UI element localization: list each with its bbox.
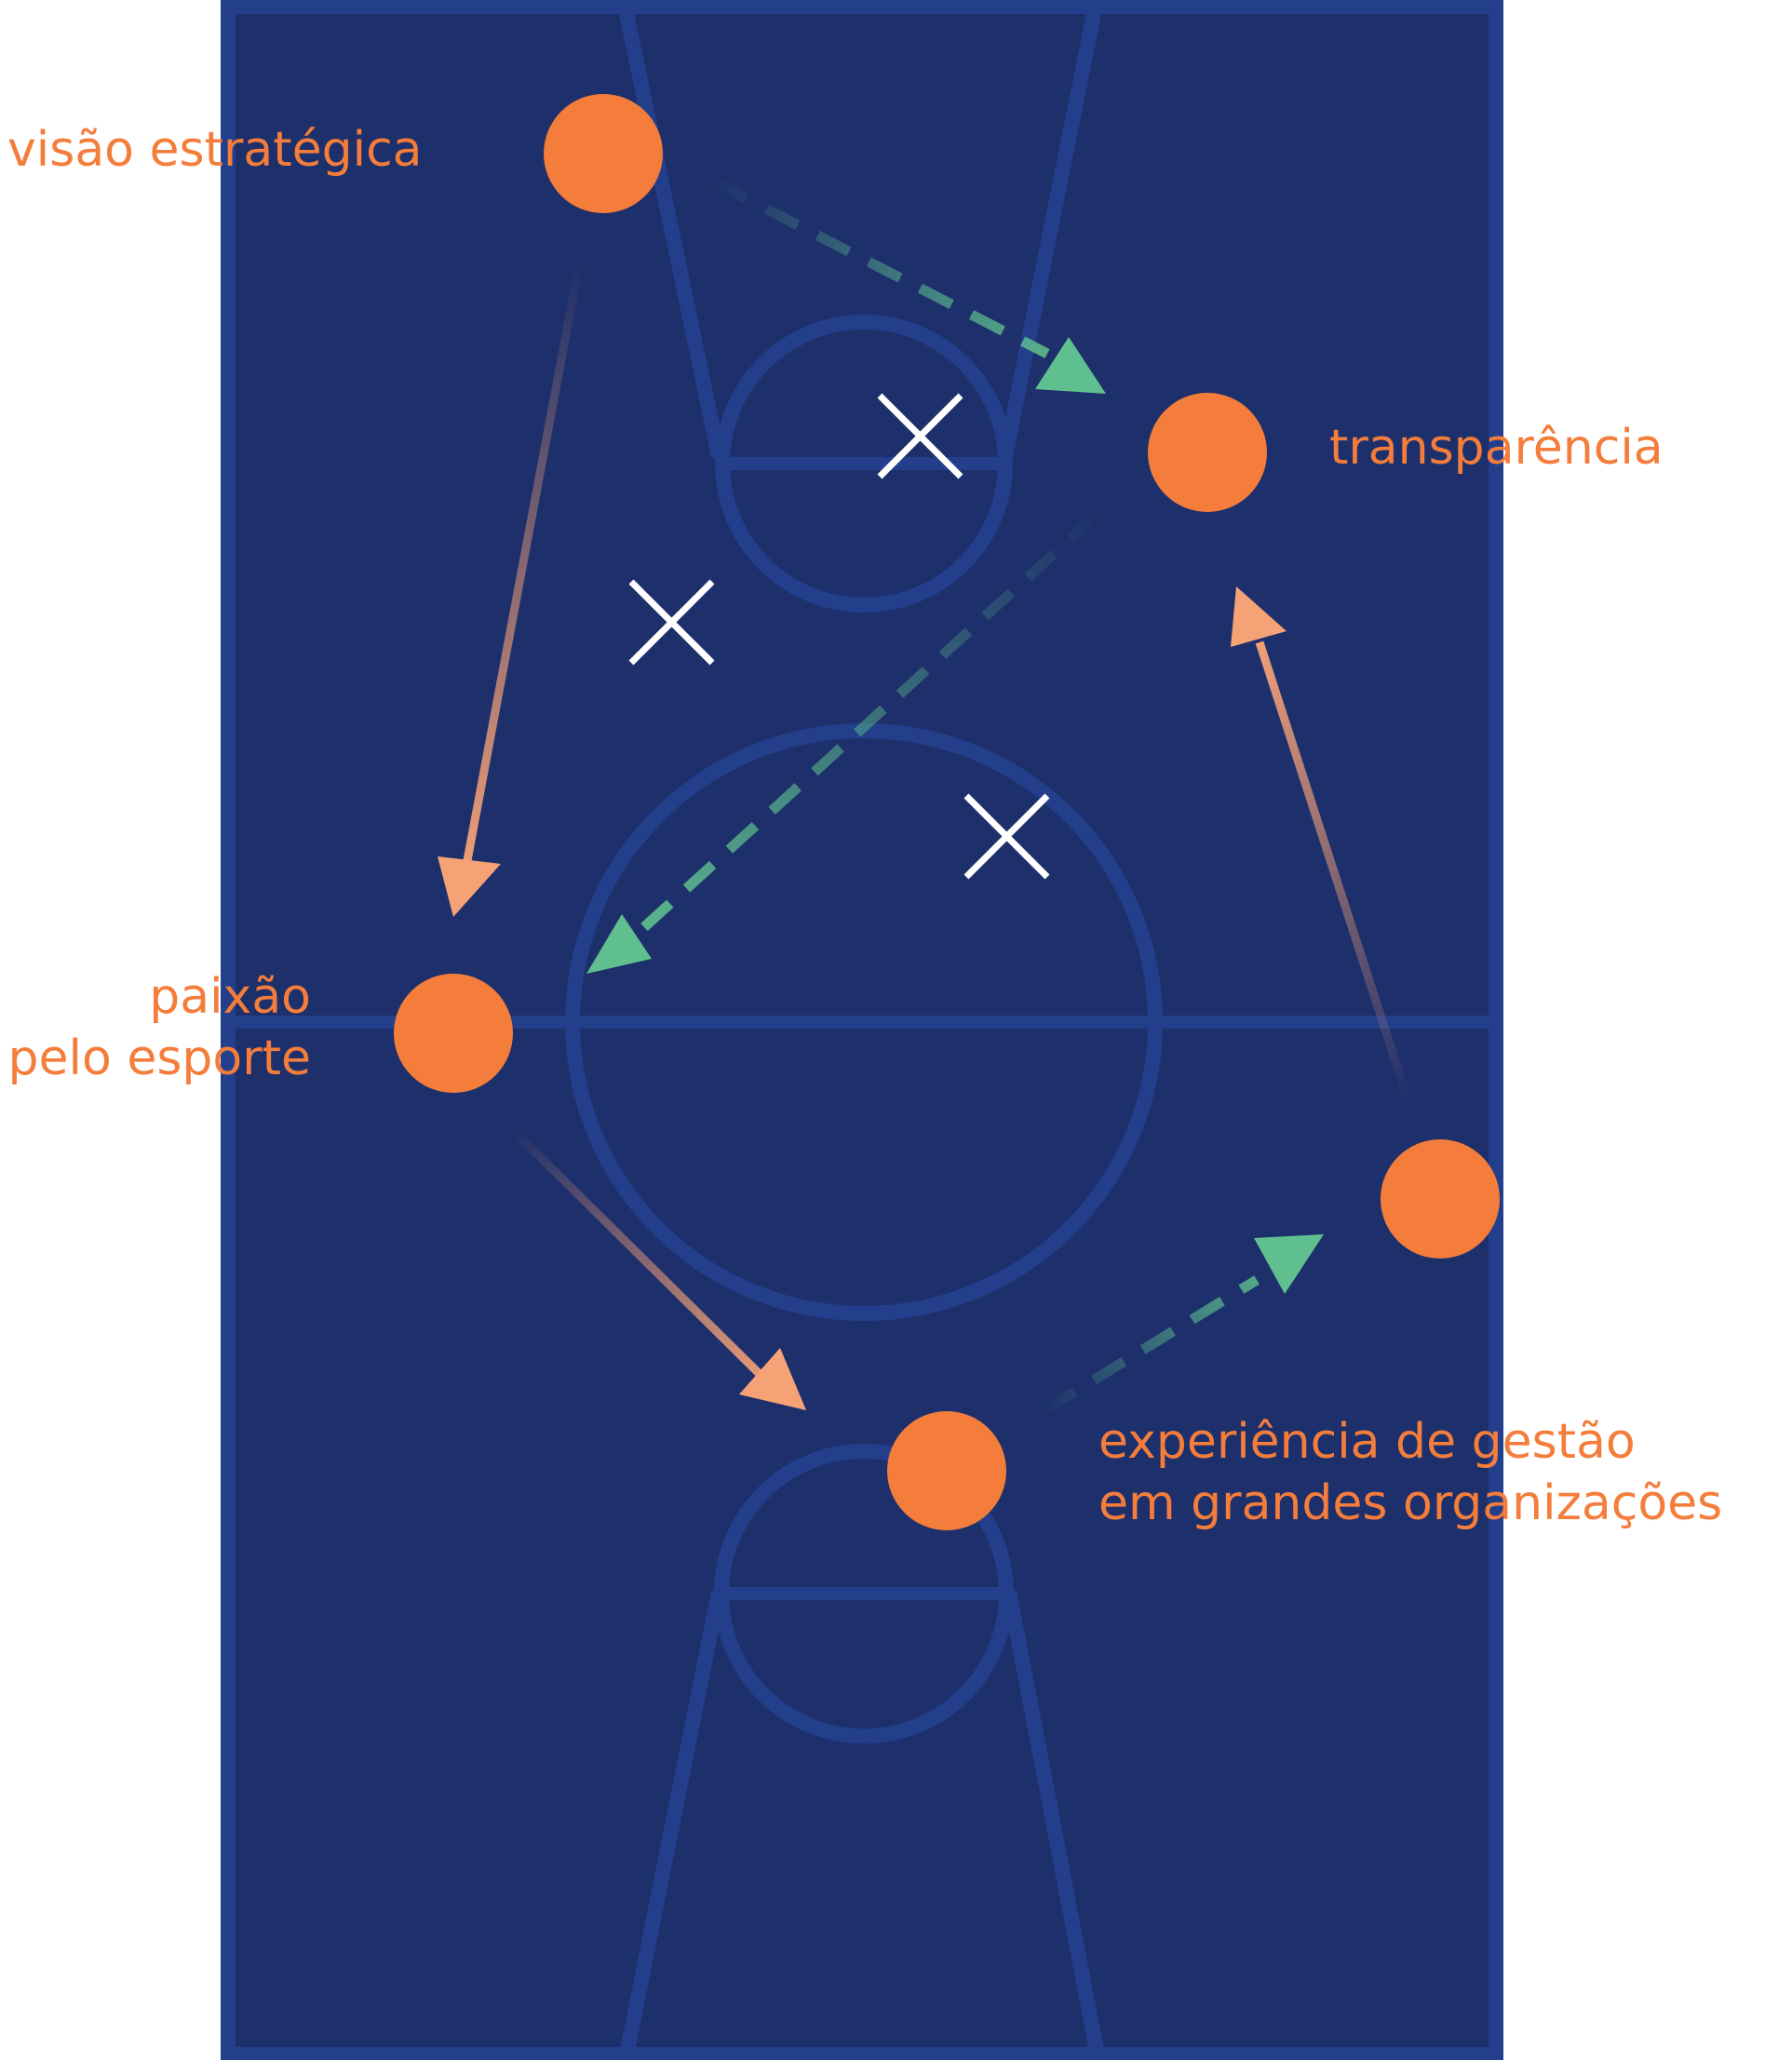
node-paixao [394,974,513,1093]
move-arrow [510,1127,806,1410]
bottom-free-throw-circle [714,1444,1014,1744]
movement-arrows [438,264,1412,1410]
label-line: experiência de gestão [1098,1414,1636,1470]
label-line: visão estratégica [7,122,423,178]
x-mark-icon [877,393,963,479]
node-visao [544,94,663,213]
label-visao-estrategica: visão estratégica [7,119,423,181]
pass-arrow [712,178,1106,394]
label-transparencia: transparência [1329,417,1664,478]
move-arrow [1231,586,1412,1100]
bottom-key-lane [618,1590,1106,2060]
pass-arrows [586,178,1324,1415]
label-line: pelo esporte [7,1030,311,1086]
node-transparencia [1148,393,1267,512]
label-experiencia-de-gestao: experiência de gestão em grandes organiz… [1098,1411,1722,1534]
pass-arrow [586,510,1100,974]
label-line: em grandes organizações [1098,1475,1723,1531]
x-mark-icon [963,793,1050,880]
pass-arrow [1042,1234,1324,1415]
node-right-player [1381,1139,1500,1259]
move-arrow [438,264,584,917]
label-line: paixão [149,969,311,1025]
label-line: transparência [1329,420,1664,476]
label-paixao-pelo-esporte: paixão pelo esporte [0,966,311,1089]
x-mark-icon [628,579,715,666]
player-nodes [394,94,1500,1530]
defenders [628,393,1050,880]
node-experiencia [887,1411,1006,1530]
top-key-lane [618,7,1102,458]
